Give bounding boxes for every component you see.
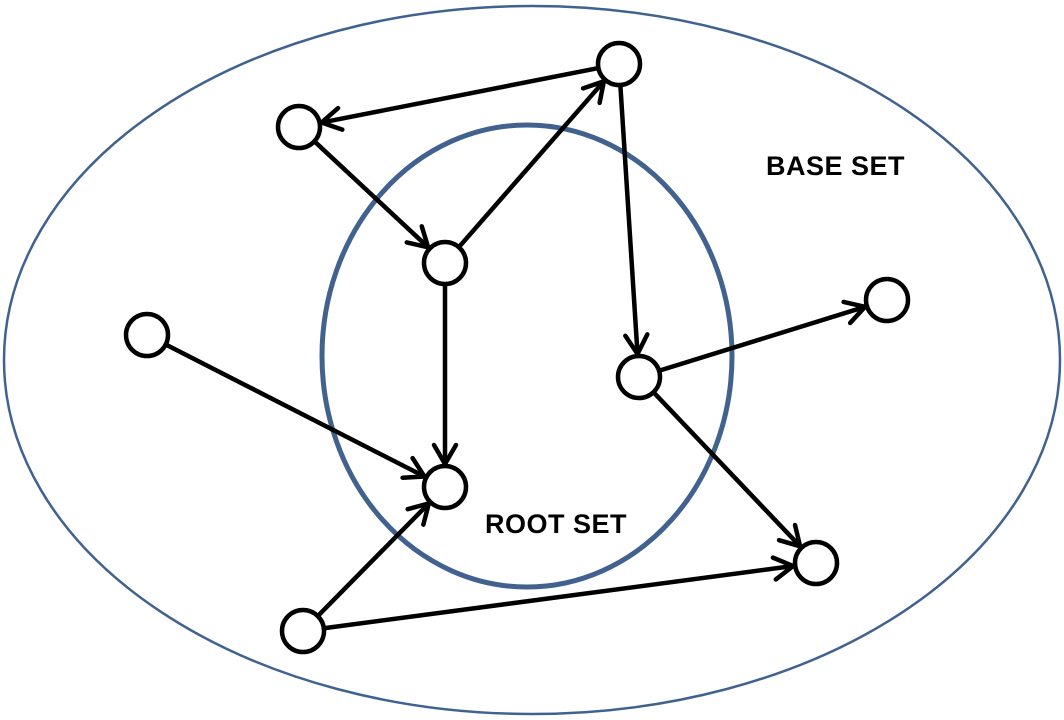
graph-node-n4 [421,463,469,511]
root-set-label: ROOT SET [485,509,627,539]
edge-n3-n1 [319,65,601,125]
edge-n7-n4 [163,342,427,479]
edge-n2-n3 [456,79,607,250]
edges-layer [163,65,868,631]
graph-node-n7 [123,311,171,359]
graph-node-n1 [275,103,323,151]
graph-node-n6 [863,276,911,324]
graph-node-n9 [792,539,840,587]
edge-n5-n9 [651,389,803,549]
graph-node-n3 [595,40,643,88]
edge-n8-n4 [315,501,432,619]
edge-n5-n6 [656,304,868,374]
base-set-label: BASE SET [766,151,905,181]
root-set-ellipse [319,122,735,590]
nodes-layer [123,40,911,655]
edge-n8-n9 [321,563,796,631]
base-set-ellipse [2,4,1062,716]
graph-node-n8 [279,607,327,655]
graph-node-n5 [615,353,663,401]
edge-n1-n2 [312,139,431,250]
edge-n3-n5 [618,82,640,357]
graph-node-n2 [421,239,469,287]
